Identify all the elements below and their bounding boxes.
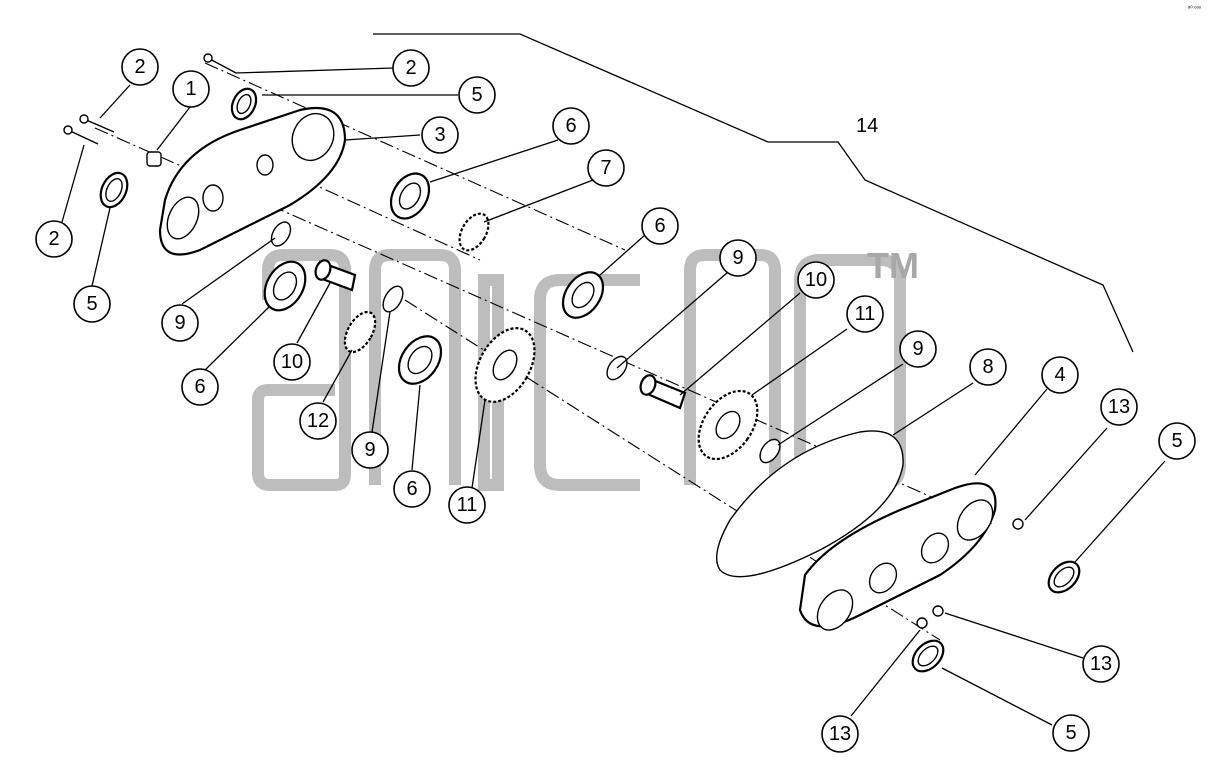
svg-text:12: 12	[307, 410, 329, 432]
callout-9-mid: 9	[719, 239, 757, 277]
svg-text:6: 6	[194, 376, 205, 398]
svg-text:10: 10	[805, 269, 827, 291]
seal-parts	[99, 87, 1081, 673]
callout-4: 4	[1041, 356, 1079, 394]
callout-5-right: 5	[1158, 422, 1196, 460]
svg-text:13: 13	[1090, 653, 1112, 675]
bushing-parts	[314, 259, 687, 410]
corner-code: ᵃ⁰ ᵒᵒᵒ	[1188, 5, 1202, 12]
svg-text:11: 11	[855, 303, 876, 325]
callout-9-lower: 9	[351, 431, 389, 469]
callout-11-mid: 11	[846, 295, 884, 333]
svg-text:2: 2	[405, 57, 416, 79]
housing-part	[158, 106, 347, 256]
svg-text:1: 1	[185, 78, 196, 100]
callout-6-left: 6	[181, 368, 219, 406]
callout-13-right: 13	[1100, 388, 1138, 426]
trademark-text: TM	[867, 245, 919, 286]
callout-6-mid: 6	[641, 207, 679, 245]
callout-3: 3	[421, 116, 459, 154]
svg-text:6: 6	[565, 115, 576, 137]
callout-5-top: 5	[458, 76, 496, 114]
callout-5-left: 5	[73, 285, 111, 323]
callout-7: 7	[587, 149, 625, 187]
callout-2-top: 2	[392, 49, 430, 87]
svg-text:2: 2	[48, 228, 59, 250]
svg-text:5: 5	[471, 84, 482, 106]
svg-text:11: 11	[457, 494, 478, 516]
nut-parts	[916, 518, 1024, 629]
svg-text:10: 10	[281, 351, 303, 373]
svg-text:6: 6	[406, 478, 417, 500]
svg-text:7: 7	[600, 157, 611, 179]
callout-8: 8	[969, 348, 1007, 386]
svg-text:6: 6	[654, 215, 665, 237]
circlip-parts	[270, 221, 781, 464]
svg-text:13: 13	[829, 723, 851, 745]
callout-10-mid: 10	[797, 261, 835, 299]
svg-text:9: 9	[174, 312, 185, 334]
gasket-part	[716, 430, 904, 578]
callout-6-top: 6	[552, 107, 590, 145]
callout-13-bottom: 13	[821, 715, 859, 753]
svg-text:5: 5	[1065, 722, 1076, 744]
assembly-number: 14	[856, 115, 878, 137]
callout-11-lower: 11	[448, 486, 486, 524]
callout-13-lower-right: 13	[1082, 645, 1120, 683]
svg-text:3: 3	[434, 124, 445, 146]
callout-1: 1	[172, 70, 210, 108]
svg-text:5: 5	[86, 293, 97, 315]
assembly-bracket-line	[373, 33, 1134, 353]
gear-parts	[343, 212, 759, 461]
callout-9-right: 9	[899, 330, 937, 368]
svg-text:9: 9	[912, 338, 923, 360]
svg-text:9: 9	[364, 439, 375, 461]
callout-5-bottom: 5	[1052, 714, 1090, 752]
callout-12: 12	[299, 402, 337, 440]
svg-text:4: 4	[1054, 364, 1065, 386]
callout-9-left: 9	[161, 304, 199, 342]
svg-text:2: 2	[134, 56, 145, 78]
callout-10-left: 10	[273, 343, 311, 381]
callout-2-upper-left: 2	[121, 48, 159, 86]
bearing-parts	[263, 172, 605, 385]
svg-text:5: 5	[1171, 430, 1182, 452]
svg-text:9: 9	[732, 247, 743, 269]
svg-text:13: 13	[1108, 396, 1130, 418]
bolt-parts	[63, 53, 237, 145]
plug-part	[146, 151, 162, 167]
callout-2-left: 2	[35, 220, 73, 258]
cover-part	[798, 482, 997, 631]
svg-text:8: 8	[982, 356, 993, 378]
leader-lines	[61, 67, 1166, 726]
callout-6-lower: 6	[393, 470, 431, 508]
